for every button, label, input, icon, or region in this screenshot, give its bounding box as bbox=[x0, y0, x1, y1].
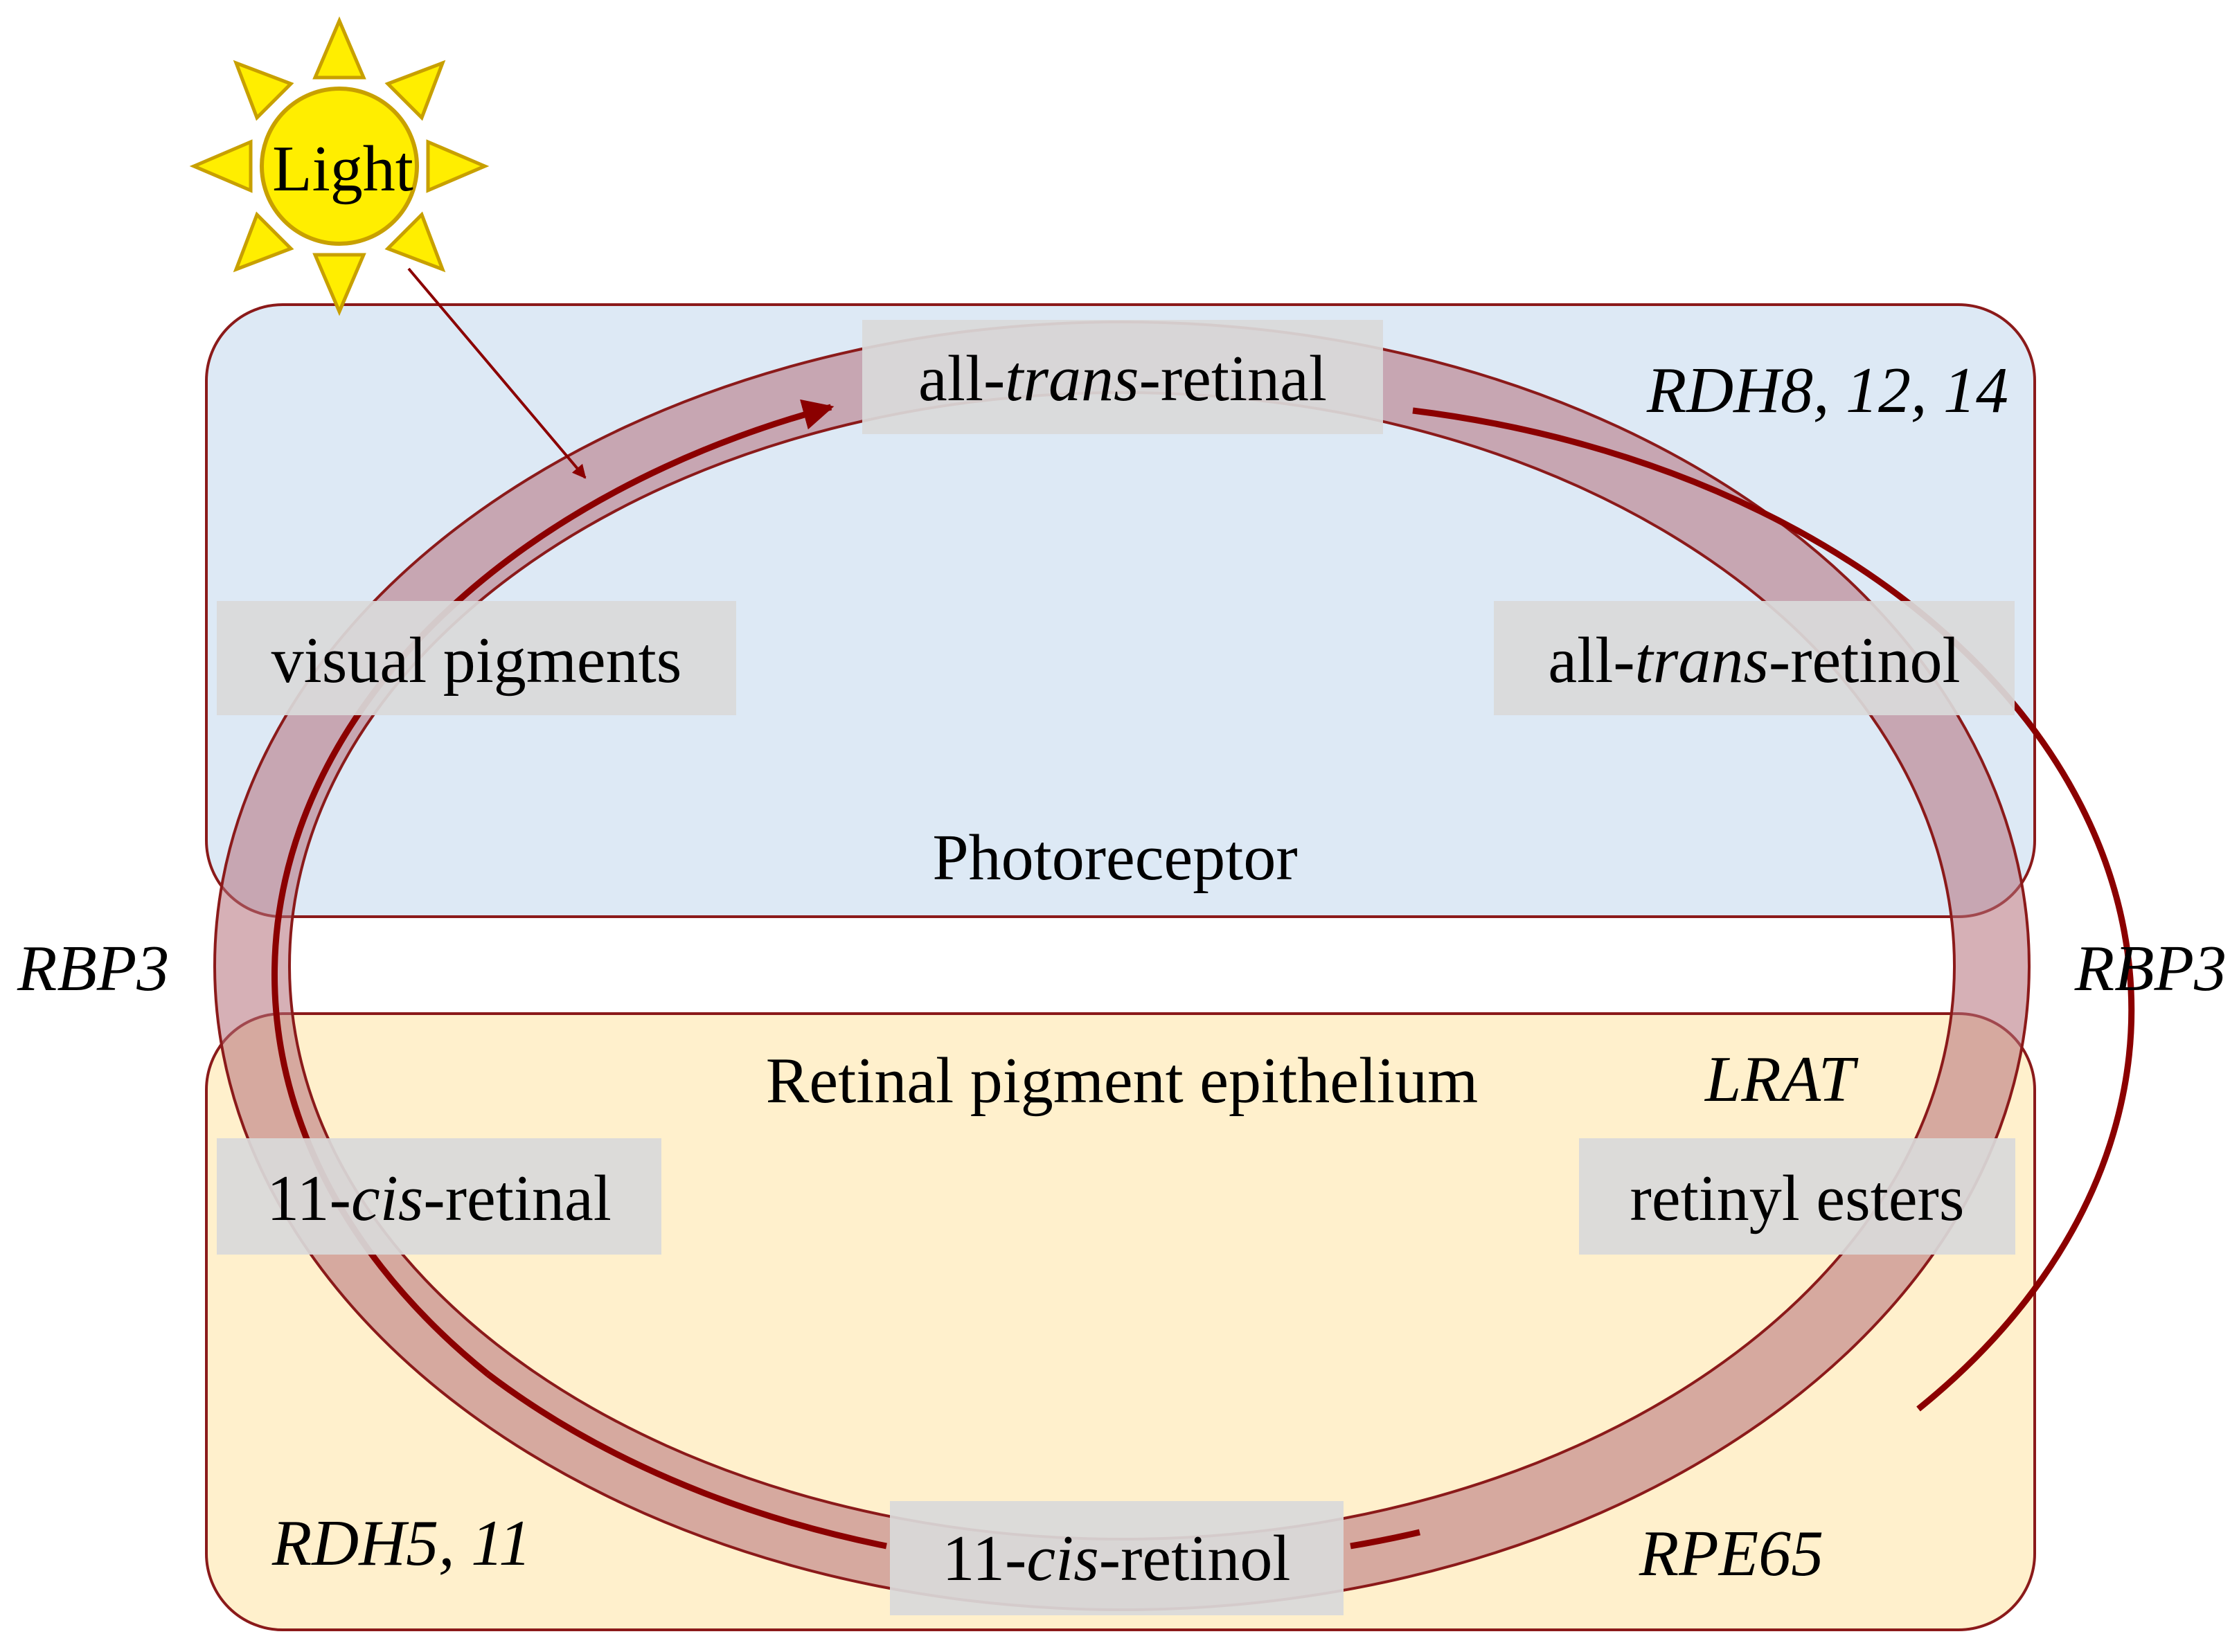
rpe-label: Retinal pigment epithelium bbox=[766, 1045, 1479, 1117]
all-trans-retinal-label: all-trans-retinal bbox=[918, 343, 1327, 415]
label-backgrounds bbox=[217, 320, 2015, 1615]
cycle-ring bbox=[213, 321, 2031, 1611]
visual-pigments-box bbox=[217, 601, 736, 715]
rpe65-label: RPE65 bbox=[1639, 1518, 1823, 1590]
cycle-line-bottom bbox=[1350, 1529, 1421, 1550]
visual-pigments-label: visual pigments bbox=[271, 625, 682, 697]
sun-icon bbox=[189, 16, 490, 316]
rbp3-left-label: RBP3 bbox=[17, 933, 169, 1005]
retinyl-esters-label: retinyl esters bbox=[1630, 1162, 1965, 1234]
photoreceptor-label: Photoreceptor bbox=[932, 822, 1297, 894]
eleven-cis-retinol-label: 11-cis-retinol bbox=[943, 1523, 1291, 1595]
rdh5-label: RDH5, 11 bbox=[271, 1507, 531, 1579]
all-trans-retinol-label: all-trans-retinol bbox=[1548, 625, 1960, 697]
retinyl-esters-box bbox=[1579, 1138, 2015, 1255]
light-arrow bbox=[407, 267, 587, 479]
rbp3-right-label: RBP3 bbox=[2074, 933, 2227, 1005]
eleven-cis-retinal-label: 11-cis-retinal bbox=[267, 1162, 612, 1234]
cycle-line-bottom-left bbox=[486, 1372, 887, 1550]
lrat-label: LRAT bbox=[1704, 1043, 1859, 1115]
all-trans-retinol-box bbox=[1494, 601, 2015, 715]
light-label: Light bbox=[272, 133, 413, 205]
eleven-cis-retinal-box bbox=[217, 1138, 661, 1255]
cycle-line-right bbox=[1412, 407, 2135, 1412]
all-trans-retinal-box bbox=[862, 320, 1383, 434]
eleven-cis-retinol-box bbox=[890, 1501, 1344, 1615]
rdh8-label: RDH8, 12, 14 bbox=[1646, 354, 2008, 427]
